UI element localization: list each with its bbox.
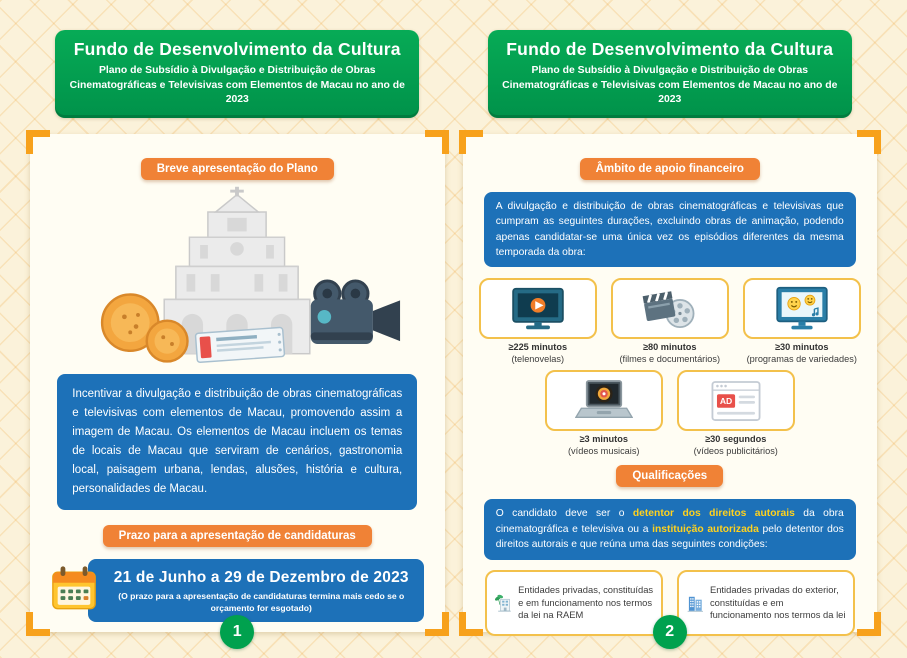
page-number-2: 2 [652,614,687,649]
condition-raem-entities: Entidades privadas, constituídas e em fu… [484,569,663,636]
panel-1-header: Fundo de Desenvolvimento da Cultura Plan… [55,30,420,118]
laptop-vinyl-icon [544,370,663,432]
condition-text: Entidades privadas, constituídas e em fu… [518,584,654,620]
duration-caption: ≥3 minutos (vídeos musicais) [568,434,640,456]
panel-1: Fundo de Desenvolvimento da Cultura Plan… [26,30,449,658]
corner-bracket [857,611,881,636]
condition-foreign-entities: Entidades privadas do exterior, constitu… [676,569,855,636]
conditions-row: Entidades privadas, constituídas e em fu… [484,569,855,636]
calendar-icon [50,563,98,618]
corner-bracket [424,611,449,636]
deadline-badge: Prazo para a apresentação de candidatura… [102,525,372,548]
plan-subtitle: Plano de Subsídio à Divulgação e Distrib… [502,65,838,106]
clapperboard-reel-icon [610,278,729,340]
buildings-icon [687,596,703,612]
video-camera-icon [311,279,401,344]
monitor-emoji-icon [742,278,861,340]
panel-2: Fundo de Desenvolvimento da Cultura Plan… [458,30,881,658]
qualifications-description: O candidato deve ser o detentor dos dire… [483,499,856,560]
panel-1-card: Breve apresentação do Plano [26,129,449,649]
intro-badge: Breve apresentação do Plano [140,157,334,180]
deadline-box: 21 de Junho a 29 de Dezembro de 2023 (O … [88,559,425,623]
duration-variedades: ≥30 minutos (programas de variedades) [742,278,861,365]
condition-text: Entidades privadas do exterior, constitu… [709,584,846,620]
scope-description: A divulgação e distribuição de obras cin… [483,191,856,268]
financial-scope-badge: Âmbito de apoio financeiro [579,157,760,180]
panel-2-header: Fundo de Desenvolvimento da Cultura Plan… [487,30,852,118]
corner-bracket [26,129,50,154]
corner-bracket [26,611,50,636]
qual-text-part: O candidato deve ser o [495,508,633,520]
corner-bracket [424,129,449,154]
qual-text-part: pelo detentor dos direitos autorais e qu… [495,523,844,551]
ad-label: AD [720,396,732,406]
duration-row-2: ≥3 minutos (vídeos musicais) AD [544,370,795,457]
duration-caption: ≥80 minutos (filmes e documentários) [619,342,721,364]
tv-play-icon [478,278,597,340]
macau-ruins-illustration [101,186,401,363]
plan-subtitle: Plano de Subsídio à Divulgação e Distrib… [69,65,405,106]
deadline-note: (O prazo para a apresentação de candidat… [118,591,405,614]
duration-musicais: ≥3 minutos (vídeos musicais) [544,370,663,457]
qual-highlight-authorized: instituição autorizada [652,523,759,535]
ad-browser-icon: AD [676,370,795,432]
corner-bracket [458,611,483,636]
corner-bracket [857,129,881,154]
duration-caption: ≥30 minutos (programas de variedades) [746,342,857,364]
page-number-1: 1 [220,614,255,649]
qual-highlight-copyright: detentor dos direitos autorais [632,508,795,520]
fund-title: Fundo de Desenvolvimento da Cultura [73,39,401,59]
deadline-section: 21 de Junho a 29 de Dezembro de 2023 (O … [50,559,425,623]
qual-text-part: da obra cinematográfica e televisiva ou … [495,508,844,535]
duration-row-1: ≥225 minutos (telenovelas) [478,278,861,365]
cookies-icon [101,292,189,363]
fund-title: Fundo de Desenvolvimento da Cultura [506,39,834,59]
duration-publicitarios: AD ≥30 segundos (vídeos publicitários) [676,370,795,457]
corner-bracket [458,129,483,154]
panel-2-card: Âmbito de apoio financeiro A divulgação … [458,129,881,649]
duration-telenovelas: ≥225 minutos (telenovelas) [478,278,597,365]
cinema-ticket-icon [195,326,286,363]
duration-caption: ≥30 segundos (vídeos publicitários) [693,434,778,456]
duration-filmes: ≥80 minutos (filmes e documentários) [610,278,729,365]
duration-caption: ≥225 minutos (telenovelas) [508,342,568,364]
plant-building-icon [494,594,511,612]
plan-description: Incentivar a divulgação e distribuição d… [57,373,418,511]
deadline-date: 21 de Junho a 29 de Dezembro de 2023 [113,569,409,587]
qualifications-badge: Qualificações [616,465,724,488]
